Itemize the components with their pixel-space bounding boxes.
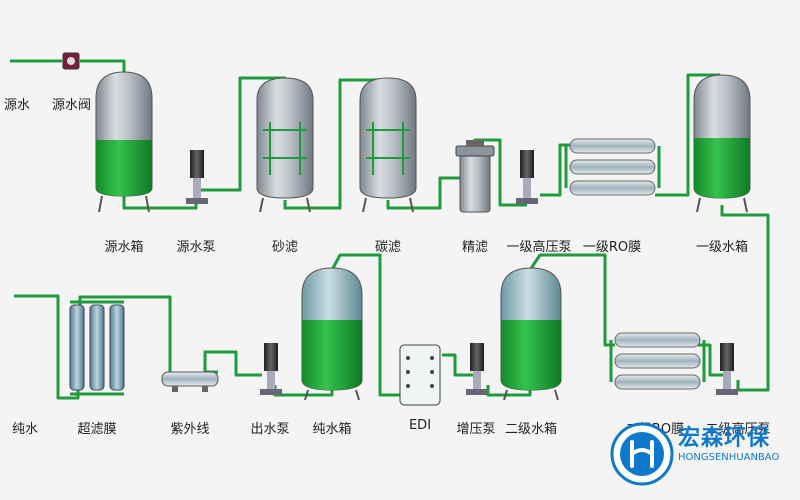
label-source-valve: 源水阀	[52, 98, 92, 113]
carbon-filter-tank	[359, 77, 417, 213]
logo-name-en: HONGSENHUANBAO	[678, 452, 780, 463]
label-tank-2: 二级水箱	[504, 422, 558, 437]
label-pure-water: 纯水	[12, 422, 39, 437]
label-source-tank: 源水箱	[104, 240, 144, 255]
label-pure-tank: 纯水箱	[312, 422, 352, 437]
pipe-edi-to-puretank	[330, 253, 400, 397]
uv-sterilizer-icon	[161, 371, 219, 392]
company-logo: 宏森环保 HONGSENHUANBAO	[610, 412, 800, 500]
outlet-pump-icon	[260, 343, 282, 395]
label-edi: EDI	[408, 418, 432, 433]
label-booster-pump: 增压泵	[456, 422, 496, 437]
hp-pump-1-icon	[516, 150, 538, 204]
label-uf-membrane: 超滤膜	[77, 422, 117, 437]
pipe-carbon-to-fine	[386, 176, 460, 210]
pipe-ro2-to-tank2	[528, 253, 615, 347]
pipe-pump1-to-ro1	[540, 143, 570, 197]
fine-filter	[455, 140, 495, 213]
uf-membrane-icon	[69, 300, 125, 396]
hp-pump-2-icon	[716, 343, 738, 395]
label-ro-membrane-1: 一级RO膜	[582, 240, 642, 255]
stage1-water-tank	[693, 74, 751, 213]
label-uv: 紫外线	[170, 422, 210, 437]
logo-mark-icon	[610, 422, 674, 486]
label-source-pump: 源水泵	[176, 240, 216, 255]
sand-filter-tank	[256, 77, 314, 213]
label-source-water: 源水	[4, 98, 31, 113]
pipe-outlet-to-uv	[203, 350, 262, 377]
logo-name-cn: 宏森环保	[678, 426, 771, 451]
ro-membrane-2-icon	[609, 332, 706, 390]
pipe-uf-to-outlet	[14, 294, 80, 400]
label-sand-filter: 砂滤	[271, 240, 299, 255]
edi-module-icon	[399, 344, 441, 406]
source-pump-icon	[186, 150, 208, 204]
source-tank	[95, 71, 153, 213]
label-hp-pump-2: 二级高压泵	[705, 422, 771, 437]
pipe-booster-to-edi	[442, 353, 478, 377]
pure-water-tank	[301, 267, 363, 401]
stage2-water-tank	[500, 267, 562, 401]
label-fine-filter: 精滤	[461, 240, 489, 255]
booster-pump-icon	[466, 343, 488, 395]
label-carbon-filter: 碳滤	[374, 240, 402, 255]
label-outlet-pump: 出水泵	[250, 422, 290, 437]
label-tank-1: 一级水箱	[695, 240, 749, 255]
pipe-tank1-to-pump2	[720, 205, 770, 392]
label-hp-pump-1: 一级高压泵	[506, 240, 572, 255]
pipe-ro1-to-tank1	[655, 73, 720, 197]
source-valve-icon[interactable]	[62, 52, 80, 70]
ro-membrane-1-icon	[564, 138, 661, 196]
